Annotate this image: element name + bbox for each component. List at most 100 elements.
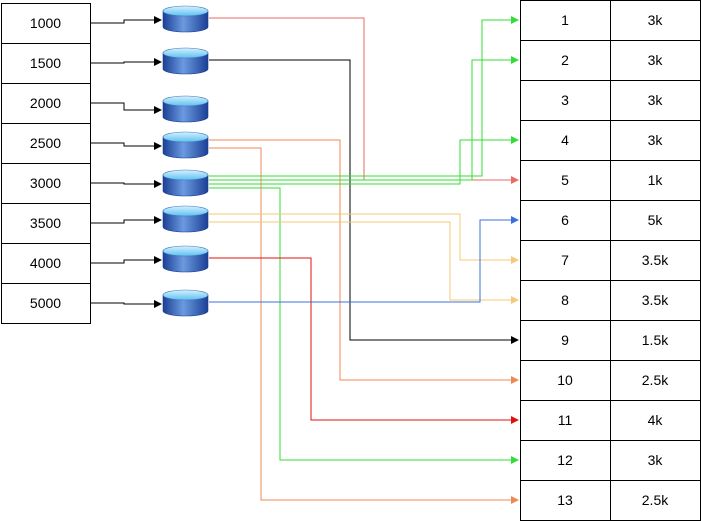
bin-to-row-connector — [209, 221, 519, 304]
table-value-label: 2.5k — [642, 492, 669, 508]
table-row: 4 3k — [520, 120, 701, 161]
table-value-cell — [610, 80, 701, 121]
table-id-label: 8 — [561, 292, 569, 308]
database-top — [162, 205, 209, 217]
left-to-bin-arrow — [91, 102, 162, 114]
database-icon — [162, 5, 209, 33]
table-id-cell — [520, 120, 611, 161]
database-body — [162, 52, 209, 75]
table-value-label: 1k — [648, 172, 664, 188]
left-box-frame — [1, 203, 91, 244]
left-to-bin-arrow — [91, 58, 162, 66]
database-body — [162, 210, 209, 233]
database-icon — [162, 245, 209, 273]
bin-to-row-connector — [209, 187, 519, 464]
left-box-frame — [1, 243, 91, 284]
table-row: 7 3.5k — [520, 240, 701, 281]
database-body — [162, 100, 209, 123]
database-top — [162, 169, 209, 181]
table-row: 10 2.5k — [520, 360, 701, 401]
database-icon — [162, 47, 209, 75]
table-id-cell — [520, 160, 611, 201]
bin-to-row-connector — [209, 56, 519, 181]
bin-to-row-connector — [209, 213, 519, 264]
table-id-label: 12 — [557, 452, 573, 468]
table-id-label: 10 — [557, 372, 573, 388]
left-box: 3500 — [1, 203, 91, 244]
table-value-label: 5k — [648, 212, 664, 228]
bin-to-row-connector — [209, 139, 519, 384]
table-value-label: 3k — [648, 12, 664, 28]
database-top — [162, 95, 209, 107]
left-box: 4000 — [1, 243, 91, 284]
left-box-label: 4000 — [30, 255, 61, 271]
table-row: 12 3k — [520, 440, 701, 481]
table-id-cell — [520, 0, 611, 41]
left-box-label: 1000 — [30, 15, 61, 31]
table-id-label: 1 — [561, 12, 569, 28]
database-top — [162, 47, 209, 59]
left-box-label: 3500 — [30, 215, 61, 231]
left-box: 1500 — [1, 43, 91, 84]
left-box-frame — [1, 123, 91, 164]
table-id-label: 5 — [561, 172, 569, 188]
bin-to-row-connector — [209, 136, 519, 185]
left-to-bin-arrow — [91, 256, 162, 264]
left-box-label: 2500 — [30, 135, 61, 151]
table-row: 9 1.5k — [520, 320, 701, 361]
left-box-frame — [1, 43, 91, 84]
table-value-cell — [610, 40, 701, 81]
left-box-column: 1000 1500 2000 2500 3000 3500 4000 5000 — [1, 3, 91, 324]
table-id-label: 7 — [561, 252, 569, 268]
table-id-cell — [520, 40, 611, 81]
database-body — [162, 250, 209, 273]
table-value-label: 2.5k — [642, 372, 669, 388]
database-bins — [162, 5, 209, 317]
table-value-cell — [610, 320, 701, 361]
left-box-label: 2000 — [30, 95, 61, 111]
left-box: 3000 — [1, 163, 91, 204]
database-top — [162, 289, 209, 301]
table-value-label: 1.5k — [642, 332, 669, 348]
table-value-label: 3k — [648, 452, 664, 468]
left-box-label: 5000 — [30, 295, 61, 311]
database-top — [162, 5, 209, 17]
database-body — [162, 10, 209, 33]
table-row: 1 3k — [520, 0, 701, 41]
table-value-label: 3k — [648, 132, 664, 148]
left-box-label: 1500 — [30, 55, 61, 71]
database-body — [162, 174, 209, 197]
database-top — [162, 131, 209, 143]
table-value-cell — [610, 120, 701, 161]
left-box-frame — [1, 283, 91, 324]
bin-to-row-connector — [209, 59, 519, 344]
table-value-label: 3k — [648, 92, 664, 108]
table-value-cell — [610, 280, 701, 321]
connector-lines — [91, 16, 519, 504]
table-value-label: 3k — [648, 52, 664, 68]
table-value-label: 3.5k — [642, 252, 669, 268]
left-box: 2000 — [1, 83, 91, 124]
table-id-label: 3 — [561, 92, 569, 108]
table-value-label: 3.5k — [642, 292, 669, 308]
table-id-label: 4 — [561, 132, 569, 148]
left-box: 1000 — [1, 3, 91, 44]
database-icon — [162, 131, 209, 159]
table-value-cell — [610, 200, 701, 241]
table-id-cell — [520, 320, 611, 361]
table-id-label: 9 — [561, 332, 569, 348]
database-icon — [162, 205, 209, 233]
table-id-label: 11 — [558, 412, 573, 428]
left-to-bin-arrow — [91, 216, 162, 224]
table-id-cell — [520, 480, 611, 521]
table-value-cell — [610, 480, 701, 521]
table-row: 3 3k — [520, 80, 701, 121]
left-box-label: 3000 — [30, 175, 61, 191]
table-row: 5 1k — [520, 160, 701, 201]
